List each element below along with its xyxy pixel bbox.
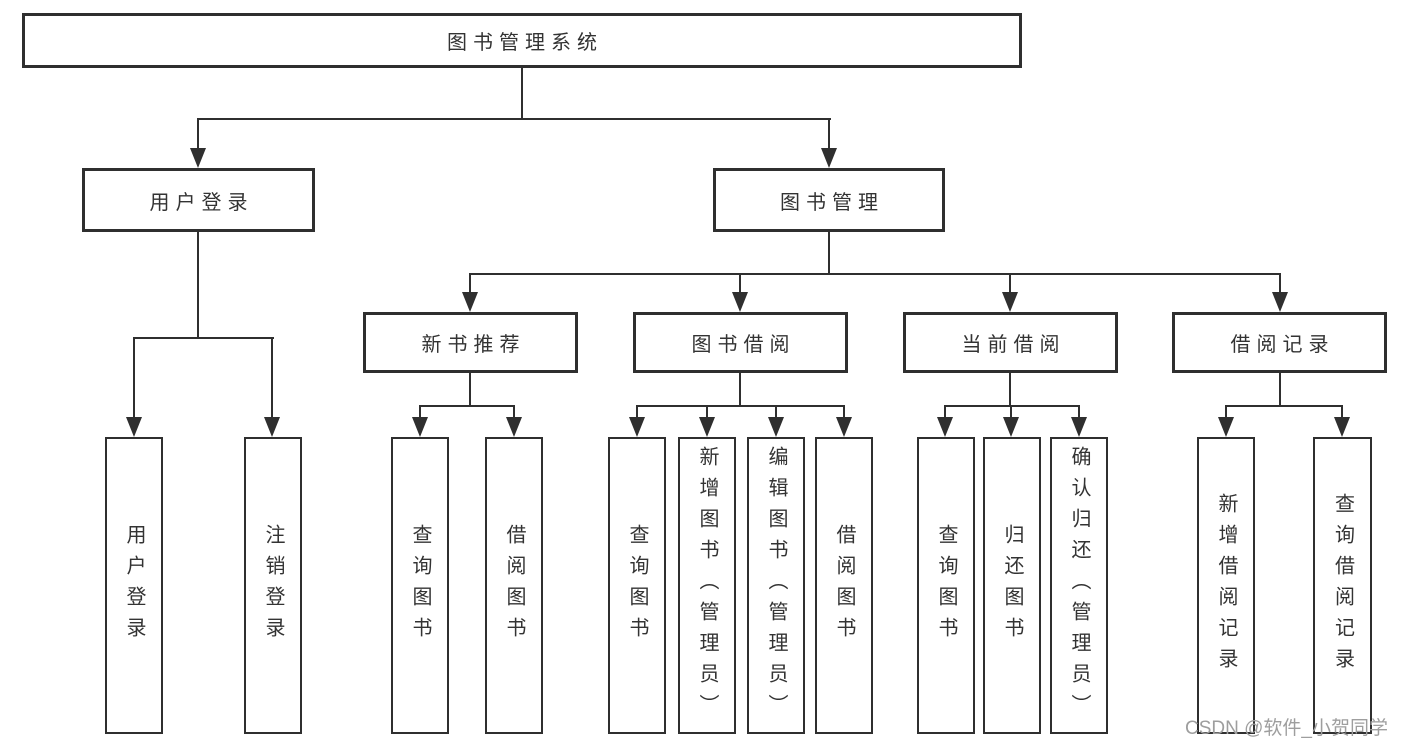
connector-leaf-stem xyxy=(636,405,638,419)
node-label: 图书管理系统 xyxy=(447,32,603,54)
node-new-book-recommendation: 新书推荐 xyxy=(363,312,578,373)
connector-to-current-borrow xyxy=(1009,273,1011,294)
leaf-logout: 注销登录 xyxy=(244,437,302,734)
leaf-add-book-admin: 新增图书（管理员） xyxy=(678,437,736,734)
node-label: 查询图书 xyxy=(935,523,957,648)
arrowhead-icon xyxy=(126,417,142,437)
arrowhead-icon xyxy=(412,417,428,437)
connector-root-stem xyxy=(521,68,523,118)
node-library-management-system: 图书管理系统 xyxy=(22,13,1022,68)
arrowhead-icon xyxy=(190,148,206,168)
leaf-query-books-borrow: 查询图书 xyxy=(608,437,666,734)
connector-to-book-borrow xyxy=(739,273,741,294)
connector-to-user-login xyxy=(197,118,199,149)
connector-book-mgmt-branch xyxy=(470,273,1280,275)
arrowhead-icon xyxy=(506,417,522,437)
arrowhead-icon xyxy=(1071,417,1087,437)
connector-current-borrow-branch xyxy=(945,405,1080,407)
node-label: 注销登录 xyxy=(262,523,284,648)
connector-book-mgmt-stem xyxy=(828,232,830,273)
connector-to-leaf-login xyxy=(133,337,135,419)
connector-book-borrow-stem xyxy=(739,373,741,405)
connector-leaf-stem xyxy=(1341,405,1343,419)
arrowhead-icon xyxy=(836,417,852,437)
arrowhead-icon xyxy=(462,292,478,312)
arrowhead-icon xyxy=(732,292,748,312)
leaf-return-books: 归还图书 xyxy=(983,437,1041,734)
node-label: 图书管理 xyxy=(780,191,884,214)
leaf-edit-book-admin: 编辑图书（管理员） xyxy=(747,437,805,734)
node-label: 归还图书 xyxy=(1001,523,1023,648)
node-user-login: 用户登录 xyxy=(82,168,315,232)
connector-leaf-stem xyxy=(944,405,946,419)
connector-leaf-stem xyxy=(843,405,845,419)
arrowhead-icon xyxy=(264,417,280,437)
arrowhead-icon xyxy=(629,417,645,437)
connector-to-borrow-records xyxy=(1279,273,1281,294)
leaf-add-borrow-record: 新增借阅记录 xyxy=(1197,437,1255,734)
node-current-borrowing: 当前借阅 xyxy=(903,312,1118,373)
connector-book-borrow-branch xyxy=(637,405,845,407)
arrowhead-icon xyxy=(1218,417,1234,437)
connector-new-book-stem xyxy=(469,373,471,405)
connector-leaf-stem xyxy=(1225,405,1227,419)
node-label: 图书借阅 xyxy=(691,334,796,356)
node-label: 确认归还（管理员） xyxy=(1068,446,1090,725)
node-book-management: 图书管理 xyxy=(713,168,945,232)
connector-user-login-stem xyxy=(197,232,199,337)
arrowhead-icon xyxy=(937,417,953,437)
connector-to-new-book xyxy=(469,273,471,294)
leaf-user-login: 用户登录 xyxy=(105,437,163,734)
connector-to-book-management xyxy=(828,118,830,149)
connector-new-book-branch xyxy=(420,405,515,407)
connector-leaf-stem xyxy=(1010,405,1012,419)
node-borrowing-records: 借阅记录 xyxy=(1172,312,1387,373)
node-label: 查询图书 xyxy=(626,523,648,648)
connector-leaf-stem xyxy=(513,405,515,419)
connector-current-borrow-stem xyxy=(1009,373,1011,405)
node-book-borrowing: 图书借阅 xyxy=(633,312,848,373)
node-label: 新书推荐 xyxy=(421,334,526,356)
leaf-borrow-books-recommend: 借阅图书 xyxy=(485,437,543,734)
node-label: 用户登录 xyxy=(123,523,145,648)
node-label: 查询图书 xyxy=(409,523,431,648)
arrowhead-icon xyxy=(1003,417,1019,437)
connector-borrow-records-stem xyxy=(1279,373,1281,405)
arrowhead-icon xyxy=(1334,417,1350,437)
connector-to-leaf-logout xyxy=(271,337,273,419)
connector-leaf-stem xyxy=(419,405,421,419)
connector-borrow-records-branch xyxy=(1226,405,1343,407)
leaf-query-books-recommend: 查询图书 xyxy=(391,437,449,734)
node-label: 新增借阅记录 xyxy=(1215,492,1237,679)
leaf-query-books-current: 查询图书 xyxy=(917,437,975,734)
node-label: 当前借阅 xyxy=(961,334,1066,356)
leaf-confirm-return-admin: 确认归还（管理员） xyxy=(1050,437,1108,734)
node-label: 借阅图书 xyxy=(833,523,855,648)
connector-leaf-stem xyxy=(706,405,708,419)
node-label: 借阅图书 xyxy=(503,523,525,648)
arrowhead-icon xyxy=(699,417,715,437)
node-label: 用户登录 xyxy=(149,191,254,214)
connector-root-branch xyxy=(197,118,831,120)
connector-user-login-branch xyxy=(134,337,274,339)
arrowhead-icon xyxy=(768,417,784,437)
arrowhead-icon xyxy=(821,148,837,168)
arrowhead-icon xyxy=(1002,292,1018,312)
csdn-watermark: CSDN @软件_小贺同学 xyxy=(1185,718,1388,739)
connector-leaf-stem xyxy=(1078,405,1080,419)
connector-leaf-stem xyxy=(775,405,777,419)
node-label: 借阅记录 xyxy=(1230,334,1335,356)
node-label: 新增图书（管理员） xyxy=(696,446,718,725)
leaf-borrow-books: 借阅图书 xyxy=(815,437,873,734)
arrowhead-icon xyxy=(1272,292,1288,312)
node-label: 编辑图书（管理员） xyxy=(765,446,787,725)
node-label: 查询借阅记录 xyxy=(1331,492,1354,679)
leaf-query-borrow-record: 查询借阅记录 xyxy=(1313,437,1372,734)
